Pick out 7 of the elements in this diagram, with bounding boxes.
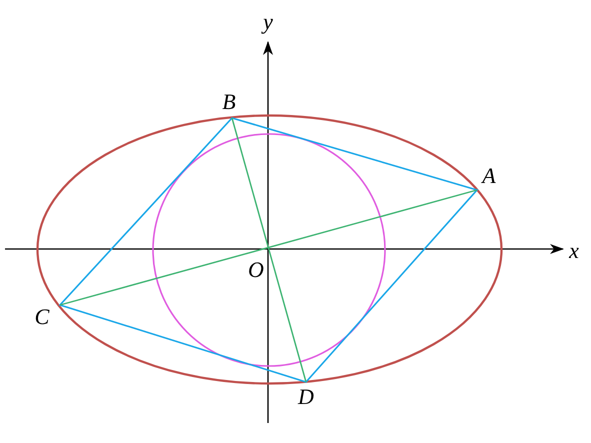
origin-label: O (248, 259, 264, 281)
point-label: C (34, 306, 50, 328)
point-label: B (222, 91, 236, 113)
point-label: A (482, 165, 496, 187)
axis-label: x (569, 240, 579, 262)
axis-label: y (263, 11, 273, 33)
point-label: D (298, 386, 314, 408)
